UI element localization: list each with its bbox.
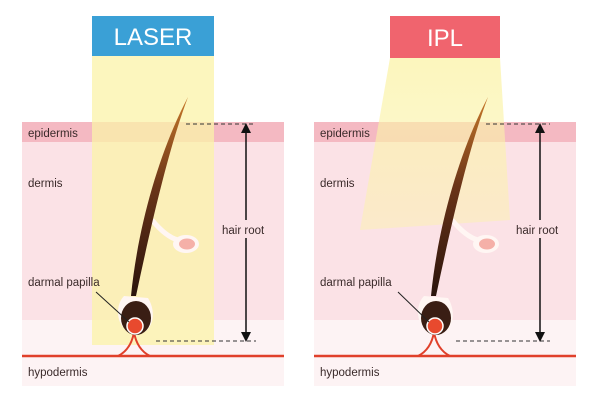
measure-arrowhead-bottom [241, 332, 251, 342]
measure-label-bg [512, 220, 574, 238]
hair-root-label: hair root [222, 225, 265, 237]
laser-panel: LASER epidermis dermis hypodermis darmal… [22, 16, 284, 386]
gland-core [179, 238, 195, 250]
measure-label-bg [218, 220, 280, 238]
gland-core [479, 238, 495, 250]
dermal-papilla [426, 317, 444, 335]
hair-shaft [431, 97, 488, 296]
hair-root-label: hair root [516, 225, 559, 237]
papilla-pointer [95, 291, 130, 323]
measure-arrowhead-bottom [535, 332, 545, 342]
laser-badge [92, 16, 214, 56]
ipl-badge [390, 16, 500, 58]
epidermis-label: epidermis [28, 128, 78, 140]
papilla-pointer [397, 291, 430, 323]
measure-arrowhead-top [535, 123, 545, 133]
papilla-label: darmal papilla [320, 277, 392, 289]
dermis-label: dermis [28, 178, 63, 190]
ipl-panel: IPL epidermis dermis hypodermis darmal p… [314, 16, 576, 386]
epidermis-label: epidermis [320, 128, 370, 140]
hypodermis-label: hypodermis [28, 367, 88, 379]
hypodermis-label: hypodermis [320, 367, 380, 379]
dermal-papilla [126, 317, 144, 335]
ipl-light-cone [360, 58, 510, 230]
dermis-label: dermis [320, 178, 355, 190]
papilla-label: darmal papilla [28, 277, 100, 289]
laser-title: LASER [114, 24, 193, 51]
measure-arrowhead-top [241, 123, 251, 133]
ipl-title: IPL [427, 25, 463, 52]
hair-shaft [131, 97, 188, 296]
